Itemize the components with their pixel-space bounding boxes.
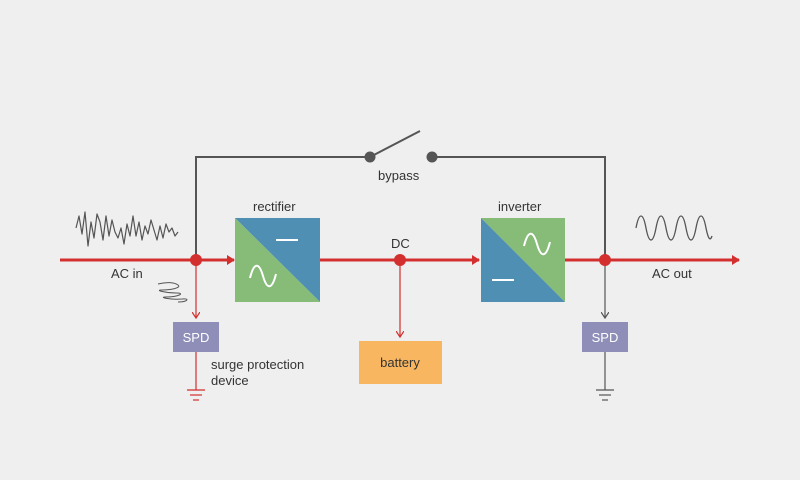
bypass-path <box>195 130 606 260</box>
surge-protection-label: surge protection <box>211 357 305 372</box>
bypass-switch-contact-right <box>426 151 438 163</box>
battery-box <box>359 341 442 384</box>
ac-out-label: AC out <box>652 266 692 281</box>
junction-node-output <box>599 254 611 266</box>
dc-label: DC <box>391 236 410 251</box>
rectifier-label: rectifier <box>253 199 296 214</box>
spd-right-label: SPD <box>592 330 619 345</box>
rectifier-block <box>235 218 320 302</box>
noisy-ac-input-waveform-icon <box>75 211 179 247</box>
surge-protection-label-line2: device <box>211 373 249 388</box>
inverter-block <box>481 218 565 302</box>
spd-left-label: SPD <box>183 330 210 345</box>
junction-node-input <box>190 254 202 266</box>
junction-node-dc <box>394 254 406 266</box>
spd-right-box <box>582 322 628 352</box>
bypass-switch-contact-left <box>364 151 376 163</box>
clean-ac-output-waveform-icon <box>635 215 713 241</box>
ac-sine-icon <box>249 264 277 288</box>
spd-left-box <box>173 322 219 352</box>
battery-label: battery <box>380 355 420 370</box>
surge-squiggle-icon <box>157 282 188 303</box>
bypass-label: bypass <box>378 168 420 183</box>
ac-in-label: AC in <box>111 266 143 281</box>
ground-left-icon <box>187 352 205 401</box>
inverter-label: inverter <box>498 199 542 214</box>
ac-sine-icon <box>523 232 551 256</box>
ground-right-icon <box>596 352 614 401</box>
